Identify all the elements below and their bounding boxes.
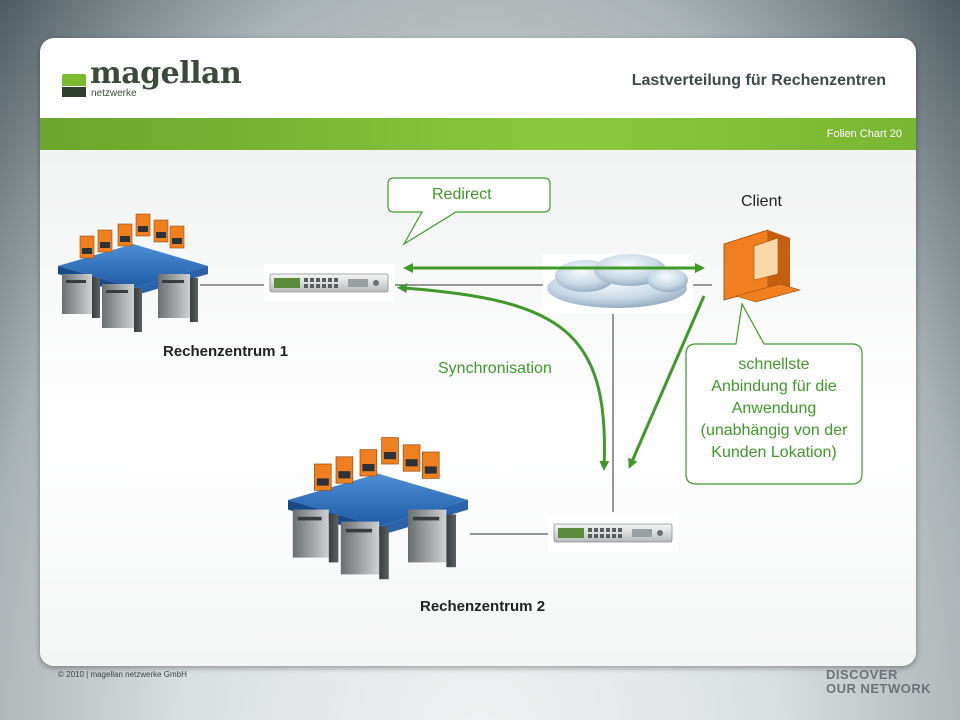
load-balancer-2-icon (547, 513, 679, 553)
logo-wordmark: magellan (90, 56, 242, 91)
logo-mark-bottom (62, 87, 86, 97)
datacenter-2-label: Rechenzentrum 2 (420, 598, 546, 615)
logo-subtitle: netzwerke (91, 88, 137, 99)
synchronisation-arrow (397, 283, 610, 471)
client-label: Client (741, 193, 782, 210)
client-callout (685, 302, 863, 485)
internet-cloud-icon (543, 254, 693, 314)
callout-line: Kunden Lokation) (711, 444, 837, 461)
redirect-label: Redirect (432, 186, 492, 203)
header-accent-bar (40, 118, 916, 150)
discover-line-1: DISCOVER (826, 667, 898, 682)
datacenter-2-servers-icon (287, 437, 469, 580)
client-callout-text: schnellste Anbindung für die Anwendung (… (688, 354, 860, 464)
discover-our-network-logo: DISCOVER OUR NETWORK (826, 668, 931, 696)
callout-line: schnellste (738, 356, 810, 373)
client-computer-icon (723, 229, 802, 303)
slide-title: Lastverteilung für Rechenzentren (631, 72, 886, 89)
logo-mark-top (62, 74, 86, 86)
synchronisation-label: Synchronisation (438, 360, 552, 377)
callout-line: Anbindung für die (711, 378, 837, 395)
footer-copyright: © 2010 | magellan netzwerke GmbH (58, 670, 187, 679)
magellan-logo: magellan netzwerke (62, 56, 242, 104)
callout-line: (unabhängig von der (700, 422, 848, 439)
discover-line-2: OUR NETWORK (826, 681, 932, 696)
client-connection-arrow (628, 295, 706, 469)
redirect-callout (387, 177, 551, 246)
load-balancer-1-icon (263, 263, 395, 303)
callout-line: Anwendung (731, 400, 817, 417)
datacenter-1-servers-icon (57, 213, 209, 333)
datacenter-1-label: Rechenzentrum 1 (163, 343, 289, 360)
slide-number-label: Folien Chart 20 (826, 128, 902, 140)
